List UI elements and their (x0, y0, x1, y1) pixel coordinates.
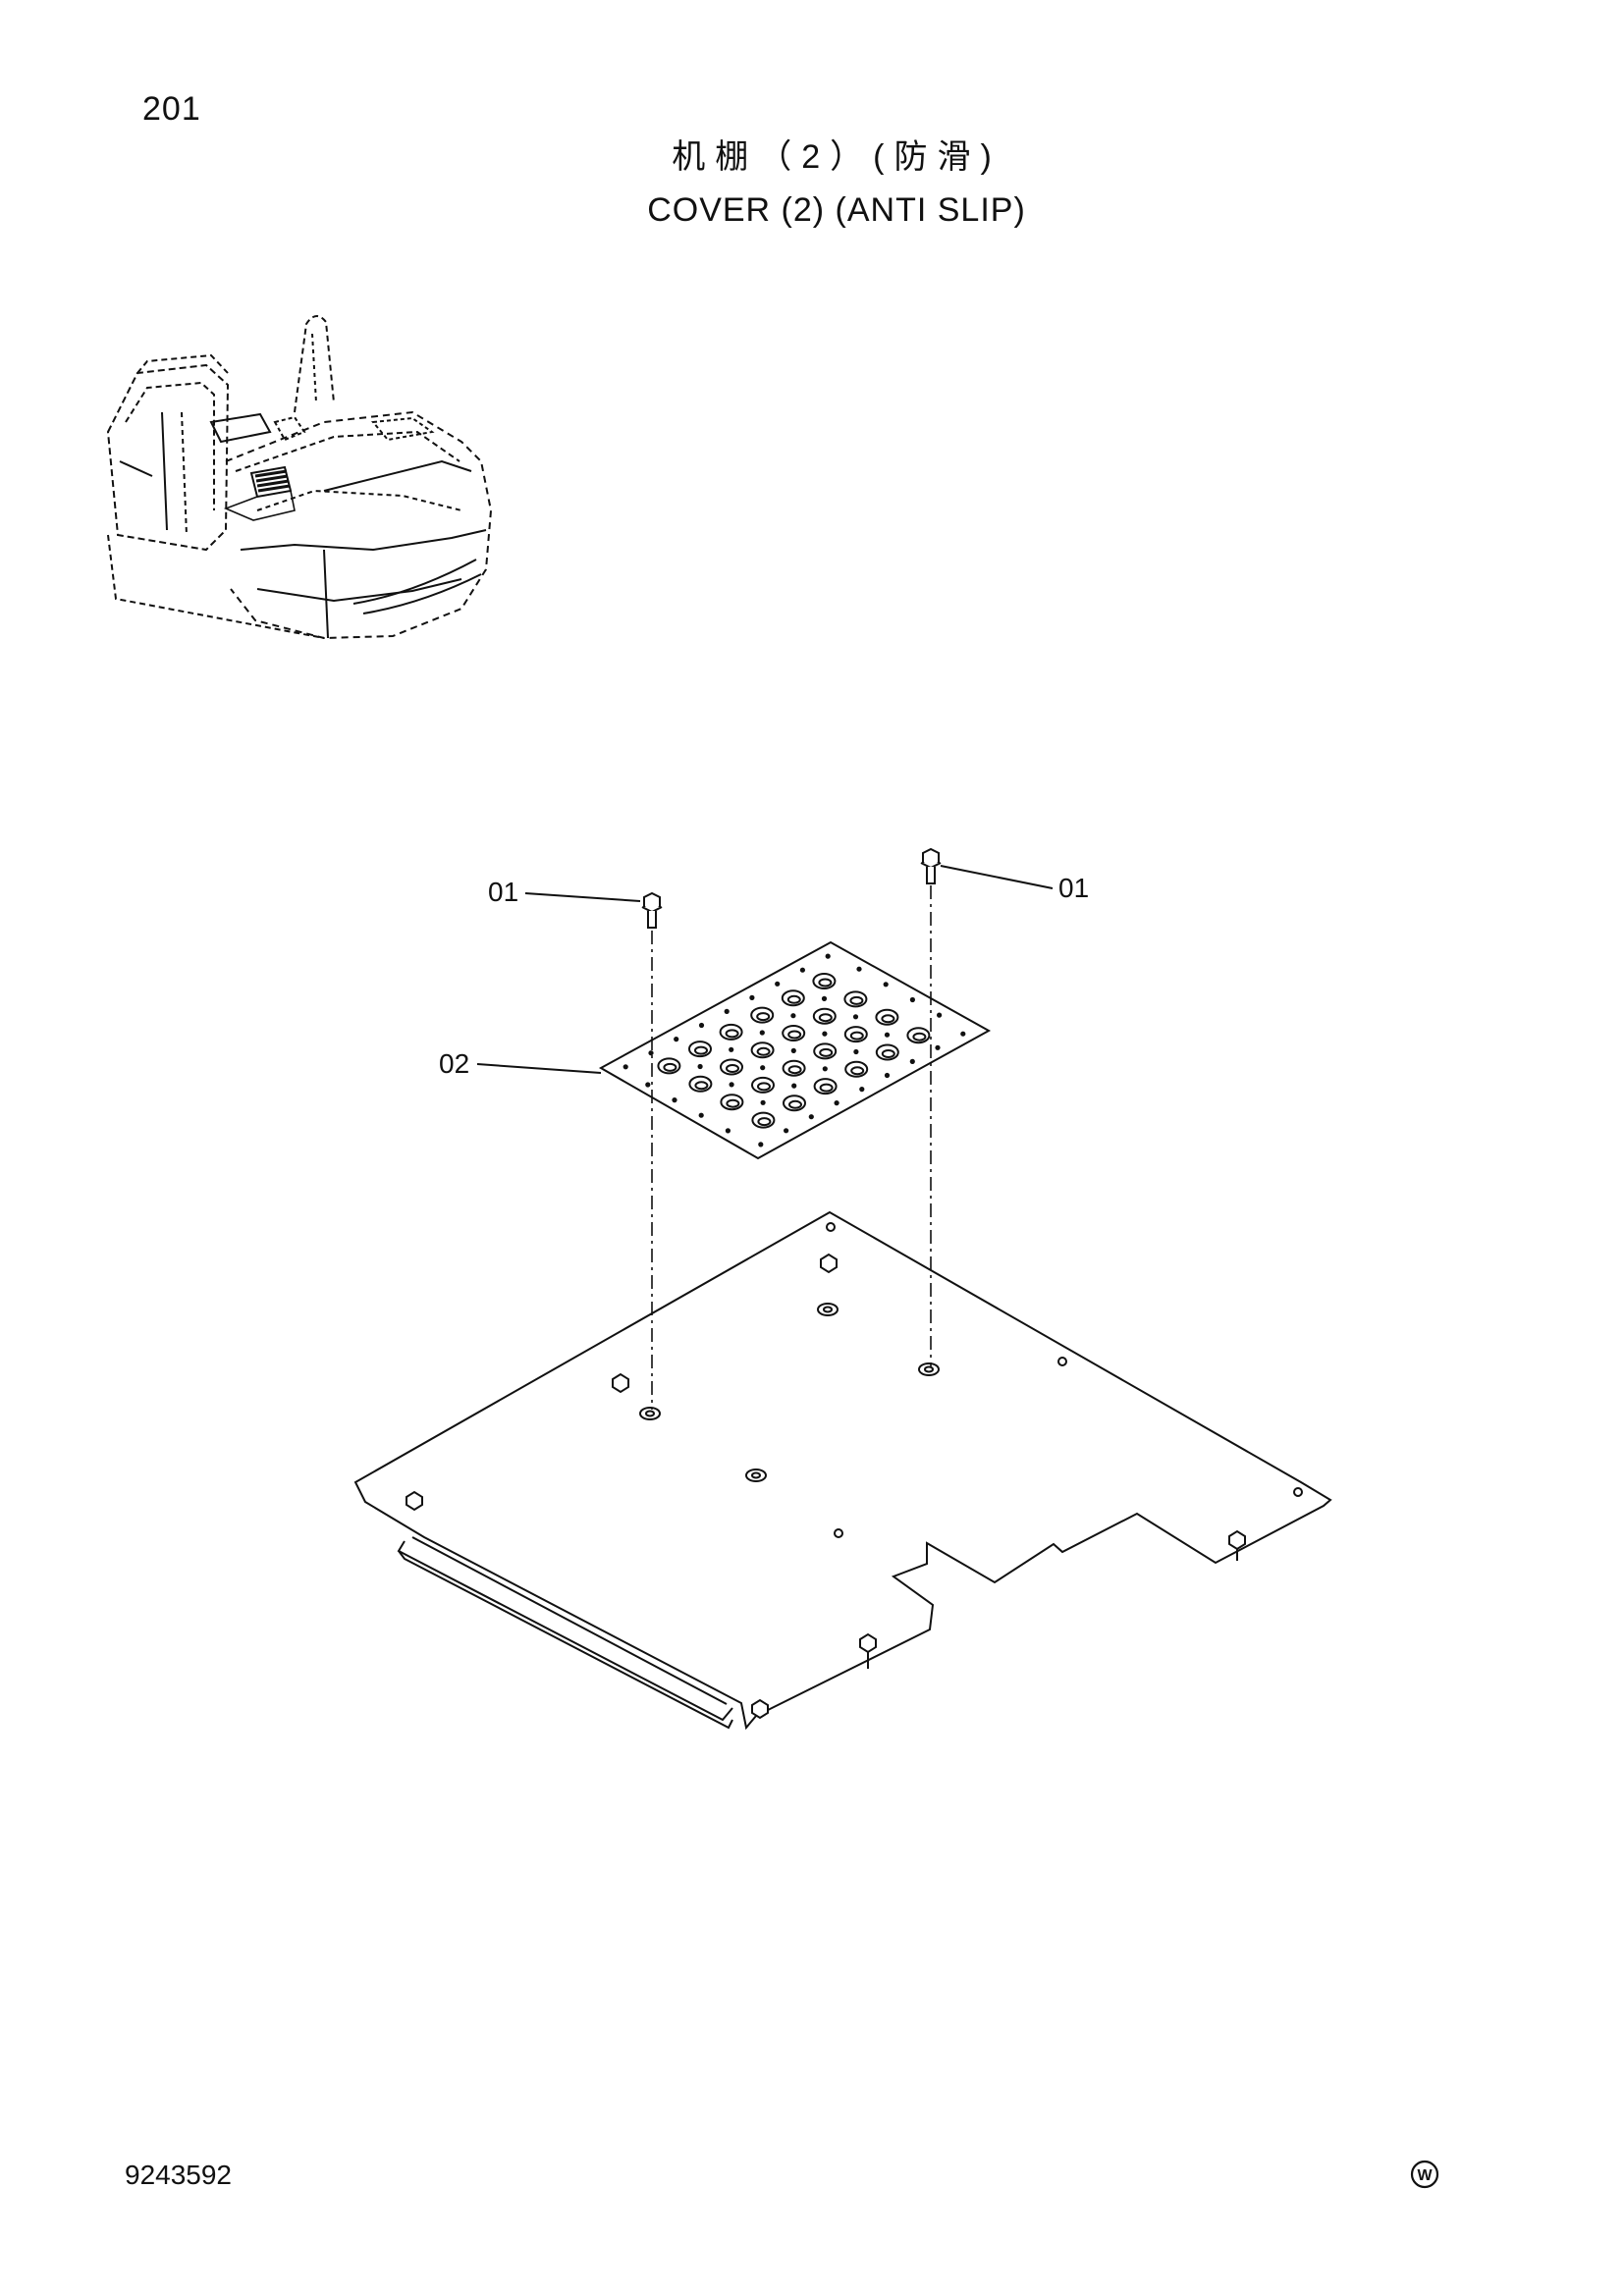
perimeter-hole (623, 1064, 628, 1070)
perimeter-hole (808, 1114, 814, 1120)
perimeter-hole (724, 1008, 730, 1014)
perimeter-hole (672, 1097, 677, 1103)
title-chinese: 机棚（2）(防滑) (672, 138, 1001, 176)
callout-bolt-left: 01 (488, 877, 641, 907)
perimeter-hole (935, 1044, 941, 1050)
svg-text:W: W (1417, 2167, 1433, 2184)
perimeter-hole (790, 1047, 796, 1053)
perimeter-hole (698, 1112, 704, 1118)
anti-slip-boss-inner (819, 1083, 834, 1093)
perimeter-hole (884, 1072, 891, 1079)
anti-slip-holes (657, 973, 931, 1129)
perimeter-hole (960, 1031, 966, 1037)
perimeter-hole (697, 1063, 703, 1070)
anti-slip-boss-inner (757, 1117, 772, 1127)
perimeter-hole (759, 1030, 765, 1036)
perimeter-hole (852, 1014, 859, 1020)
anti-slip-boss-inner (694, 1081, 709, 1091)
callout-plate: 02 (439, 1048, 602, 1079)
perimeter-hole (856, 966, 862, 972)
perimeter-hole (883, 982, 889, 988)
anti-slip-boss-inner (663, 1062, 677, 1072)
anti-slip-boss-inner (881, 1014, 895, 1024)
perimeter-hole (822, 1066, 828, 1072)
perimeter-hole (884, 1032, 891, 1038)
perimeter-hole (821, 995, 828, 1002)
anti-slip-boss-inner (849, 995, 864, 1005)
page-number: 201 (142, 90, 201, 128)
perimeter-hole (674, 1037, 679, 1042)
svg-text:02: 02 (439, 1048, 469, 1079)
highlighted-patch (223, 465, 296, 521)
perimeter-hole (799, 967, 806, 973)
title-english: COVER (2) (ANTI SLIP) (647, 191, 1026, 229)
floor-plate-fasteners (406, 1222, 1303, 1720)
callout-bolt-right: 01 (940, 865, 1089, 903)
anti-slip-boss-inner (694, 1045, 708, 1055)
anti-slip-boss-inner (818, 978, 833, 988)
bolt-left (641, 891, 663, 929)
anti-slip-plate (598, 940, 992, 1160)
anti-slip-boss-inner (726, 1064, 739, 1073)
perimeter-hole (775, 981, 781, 987)
anti-slip-boss-inner (756, 1046, 771, 1056)
perimeter-hole (760, 1099, 766, 1105)
anti-slip-boss-inner (818, 1013, 833, 1023)
perimeter-hole (822, 1031, 828, 1037)
perimeter-hole (790, 1013, 796, 1019)
svg-text:01: 01 (1058, 873, 1089, 903)
svg-text:01: 01 (488, 877, 518, 907)
perimeter-hole (853, 1048, 859, 1055)
anti-slip-boss-inner (725, 1029, 739, 1039)
anti-slip-boss-inner (849, 1031, 864, 1041)
perimeter-hole (760, 1065, 766, 1071)
perimeter-hole (698, 1022, 705, 1029)
anti-slip-boss-inner (756, 1012, 771, 1022)
anti-slip-boss-inner (786, 994, 801, 1004)
anti-slip-boss-inner (881, 1049, 895, 1058)
anti-slip-boss-inner (787, 1065, 802, 1075)
anti-slip-boss-inner (850, 1066, 865, 1076)
perimeter-hole (729, 1082, 734, 1088)
excavator-overview-icon (106, 315, 493, 640)
perimeter-hole (791, 1083, 797, 1089)
perimeter-hole (758, 1142, 764, 1148)
perimeter-hole (784, 1128, 789, 1134)
perimeter-hole (909, 1058, 915, 1064)
perimeter-hole (729, 1046, 734, 1052)
anti-slip-boss-inner (787, 1030, 802, 1040)
perimeter-hole (909, 996, 916, 1003)
perimeter-hole (825, 953, 831, 959)
anti-slip-boss-inner (788, 1099, 802, 1109)
perimeter-hole (749, 994, 755, 1001)
plate-perimeter-holes (623, 953, 966, 1148)
perimeter-hole (859, 1087, 865, 1093)
anti-slip-boss-inner (819, 1047, 834, 1057)
anti-slip-boss-inner (726, 1098, 740, 1108)
perimeter-hole (645, 1082, 651, 1088)
anti-slip-boss-inner (912, 1032, 927, 1041)
circled-w-mark: W (1410, 2160, 1439, 2189)
document-number: 9243592 (125, 2160, 233, 2190)
perimeter-hole (648, 1050, 654, 1056)
anti-slip-boss-inner (757, 1082, 771, 1092)
bolt-right (920, 847, 942, 884)
perimeter-hole (937, 1012, 943, 1018)
floor-plate (353, 1210, 1332, 1731)
title-block: 机棚（2）(防滑) COVER (2) (ANTI SLIP) (0, 135, 1624, 234)
perimeter-hole (834, 1100, 839, 1106)
perimeter-hole (725, 1128, 731, 1134)
assembly-lines (651, 885, 932, 1410)
